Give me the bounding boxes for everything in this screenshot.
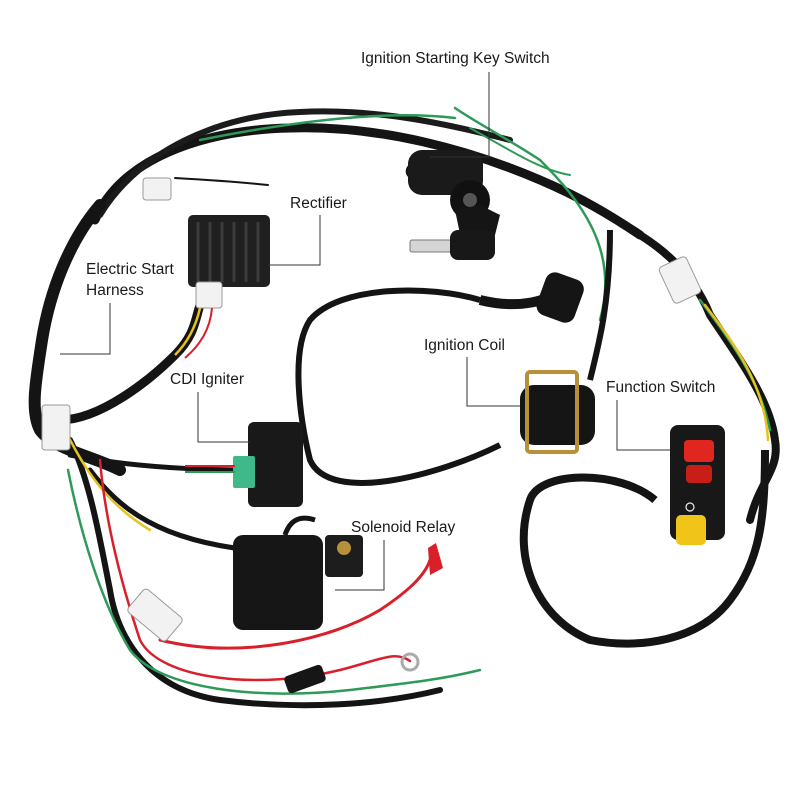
ignition-key-switch bbox=[405, 150, 500, 260]
harness-top-cable-2 bbox=[97, 108, 513, 218]
harness-solenoid-branch bbox=[87, 467, 253, 553]
leader-electric-start bbox=[60, 303, 111, 355]
label-rectifier: Rectifier bbox=[290, 195, 347, 212]
label-ignition-key-switch: Ignition Starting Key Switch bbox=[361, 50, 550, 67]
harness-cdi-branch bbox=[67, 452, 253, 473]
label-function-switch: Function Switch bbox=[606, 379, 716, 396]
yellow-wire-right bbox=[703, 303, 770, 442]
leader-rectifier bbox=[268, 215, 321, 266]
label-cdi-igniter: CDI Igniter bbox=[170, 371, 245, 388]
leader-ignition-coil bbox=[466, 357, 520, 407]
harness-left-trunk bbox=[28, 199, 126, 476]
green-wire-lower bbox=[66, 468, 482, 695]
green-wire-top bbox=[198, 113, 457, 142]
black-wire-key bbox=[174, 177, 269, 186]
connectors bbox=[41, 256, 702, 694]
ignition-coil bbox=[295, 229, 613, 486]
cdi-igniter bbox=[185, 422, 303, 507]
function-switch bbox=[519, 425, 769, 648]
red-button-1 bbox=[684, 440, 714, 462]
label-electric-start-line1: Electric Start bbox=[86, 261, 174, 278]
leader-ignition-key bbox=[430, 72, 490, 158]
label-electric-start-line2: Harness bbox=[86, 282, 144, 299]
leader-cdi bbox=[197, 392, 250, 443]
rectifier bbox=[142, 177, 270, 359]
harness-middle bbox=[55, 300, 205, 425]
leader-function-switch bbox=[616, 400, 670, 451]
yellow-button bbox=[676, 515, 706, 545]
leader-lines bbox=[60, 72, 670, 591]
label-ignition-coil: Ignition Coil bbox=[424, 337, 505, 354]
red-wire-solenoid bbox=[158, 558, 432, 650]
green-wire-right-top bbox=[469, 127, 571, 176]
red-button-2 bbox=[686, 465, 712, 483]
label-solenoid-relay: Solenoid Relay bbox=[351, 519, 456, 536]
leader-solenoid bbox=[335, 540, 385, 591]
colored-wires bbox=[58, 106, 772, 695]
red-wire-lower bbox=[98, 458, 412, 682]
solenoid-relay bbox=[233, 515, 443, 630]
